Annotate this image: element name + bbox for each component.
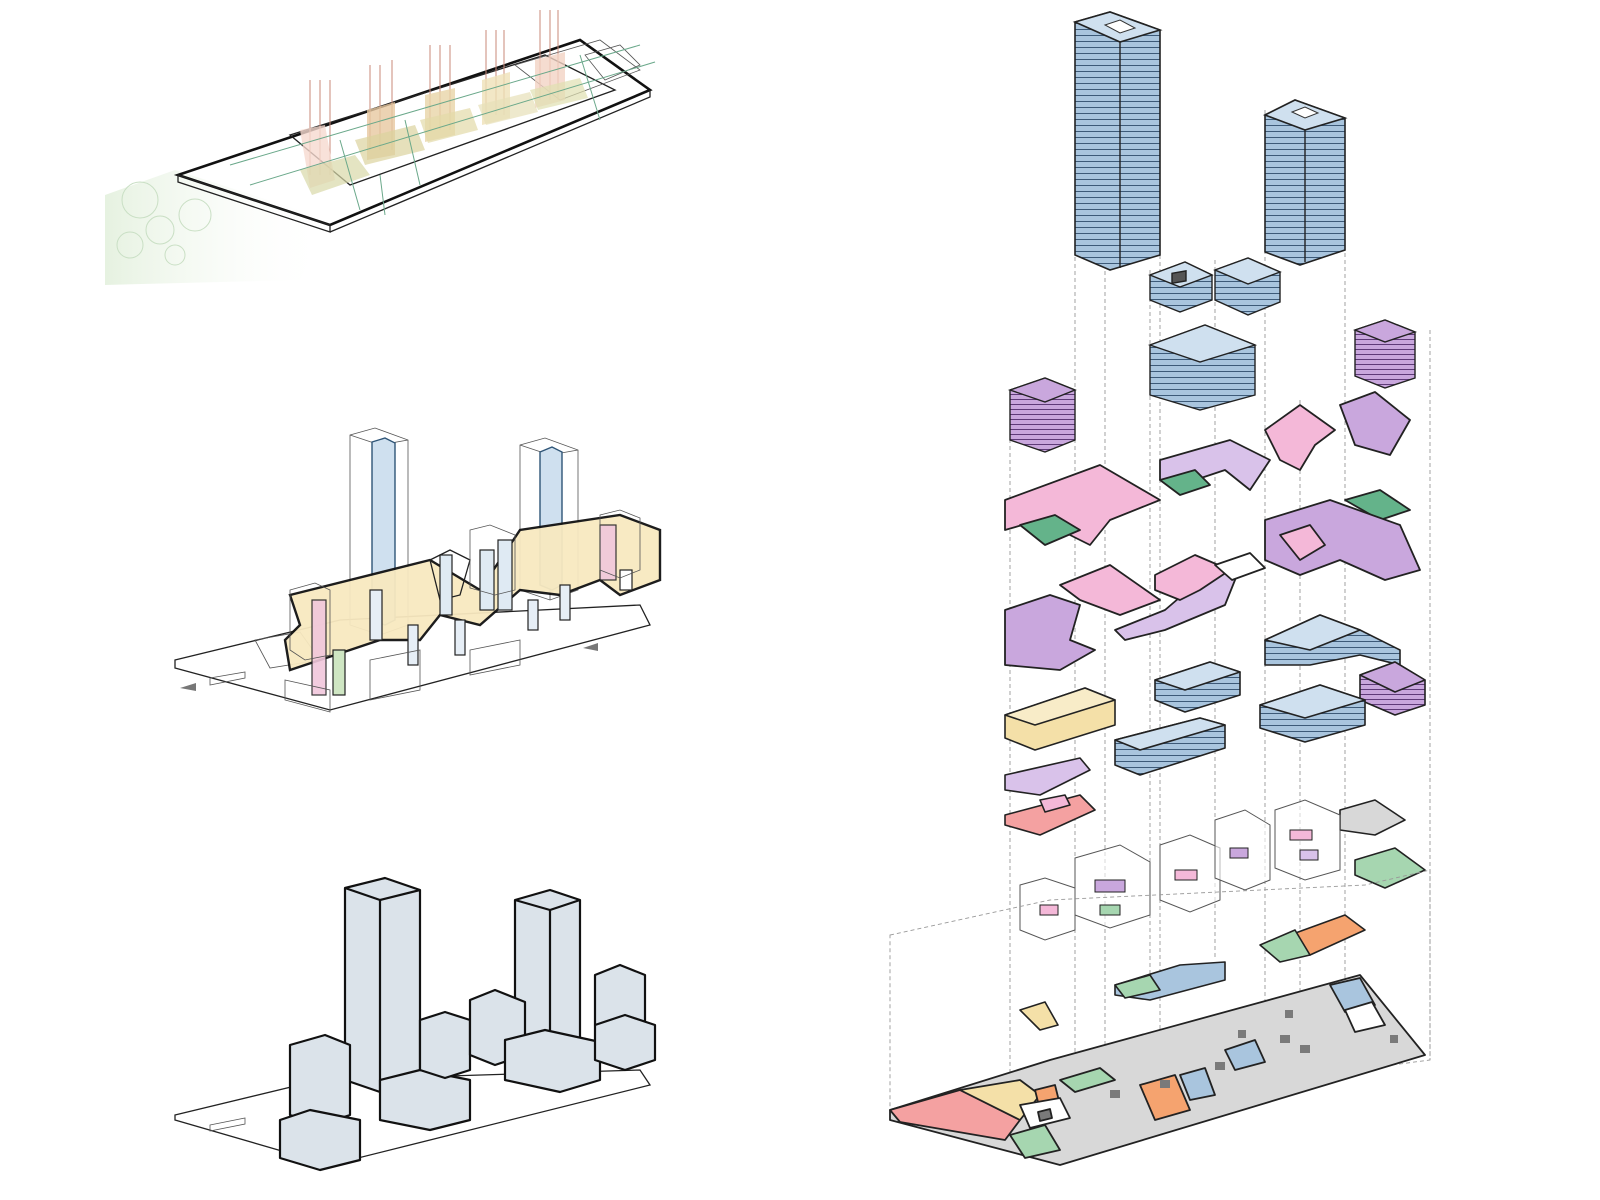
office-plates-lower: [1004, 614, 1426, 776]
structural-columns: [311, 524, 633, 696]
program-plates-middle: [1004, 499, 1421, 671]
arrow-marker-icon-2: [583, 643, 598, 651]
vertical-core-lines: [309, 10, 559, 175]
blue-floor-stacks: [1007, 257, 1418, 453]
exploded-axonometric: [889, 11, 1431, 1166]
podium-outline-boxes: [284, 509, 641, 713]
program-structure-diagram: [174, 427, 662, 713]
office-tower-1: [1072, 11, 1163, 271]
arrow-marker-icon: [180, 683, 196, 691]
massing-blocks: [278, 876, 657, 1172]
office-tower-2: [1263, 99, 1348, 266]
program-plates-upper: [1004, 391, 1411, 546]
program-plates-base: [1004, 757, 1426, 1031]
site-circulation-diagram: [105, 10, 656, 285]
ground-floor-plate: [889, 974, 1426, 1166]
ground-envelope: [889, 869, 1431, 1116]
core-square-icons: [1110, 1010, 1398, 1098]
landscape-fade: [105, 170, 330, 285]
core-highlight-boxes: [300, 52, 588, 195]
tree-cluster-icon: [116, 181, 212, 266]
massing-diagram: [174, 876, 657, 1172]
circulation-paths: [229, 44, 656, 216]
core-accent-marks: [1039, 829, 1319, 916]
